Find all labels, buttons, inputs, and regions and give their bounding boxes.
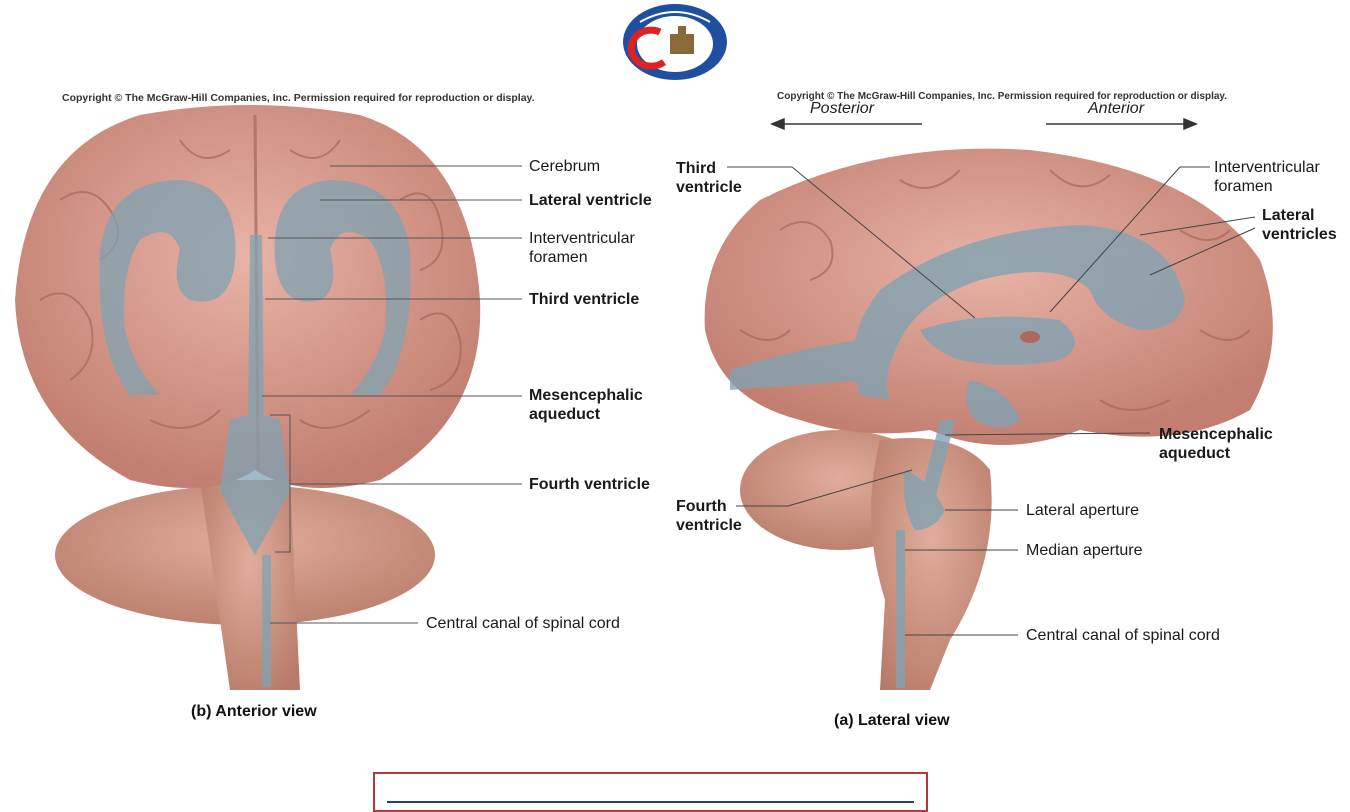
label-fourth-line1: Fourth [676, 498, 727, 515]
label-fourth-ventricle: Fourth ventricle [529, 476, 650, 493]
anterior-brain [15, 105, 481, 690]
copyright-left: Copyright © The McGraw-Hill Companies, I… [62, 92, 535, 104]
label-interventricular-right-line2: foramen [1214, 178, 1273, 195]
label-fourth-line2: ventricle [676, 517, 742, 534]
college-seal-icon [620, 2, 730, 82]
copyright-right: Copyright © The McGraw-Hill Companies, I… [777, 91, 1228, 102]
label-third-line1: Third [676, 160, 716, 177]
direction-arrows [770, 117, 1198, 131]
label-third-line2: ventricle [676, 179, 742, 196]
label-lateral-aperture: Lateral aperture [1026, 502, 1139, 519]
label-mesencephalic-right-line2: aqueduct [1159, 445, 1231, 462]
label-interventricular-line2: foramen [529, 249, 588, 266]
label-mesencephalic-line1: Mesencephalic [529, 387, 643, 404]
leader-lines-right [727, 166, 1256, 636]
caption-anterior-view: (b) Anterior view [191, 703, 317, 720]
label-median-aperture: Median aperture [1026, 542, 1143, 559]
label-lateral-ventricles-line2: ventricles [1262, 226, 1337, 243]
label-lateral-ventricles-line1: Lateral [1262, 207, 1315, 224]
label-third-ventricle: Third ventricle [529, 291, 640, 308]
label-interventricular-right-line1: Interventricular [1214, 159, 1320, 176]
caption-lateral-view: (a) Lateral view [834, 712, 950, 729]
underline-rule [387, 801, 914, 803]
label-mesencephalic-line2: aqueduct [529, 406, 601, 423]
label-central-canal-right: Central canal of spinal cord [1026, 627, 1220, 644]
label-central-canal-left: Central canal of spinal cord [426, 615, 620, 632]
label-lateral-ventricle: Lateral ventricle [529, 192, 652, 209]
label-cerebrum: Cerebrum [529, 158, 601, 175]
bottom-frame [373, 772, 928, 812]
label-interventricular-line1: Interventricular [529, 230, 635, 247]
brainstem-left [200, 480, 300, 690]
leader-lines-left [262, 165, 522, 624]
label-mesencephalic-right-line1: Mesencephalic [1159, 426, 1273, 443]
direction-anterior: Anterior [1088, 100, 1145, 117]
lateral-brain [704, 148, 1273, 690]
direction-posterior: Posterior [810, 100, 875, 117]
